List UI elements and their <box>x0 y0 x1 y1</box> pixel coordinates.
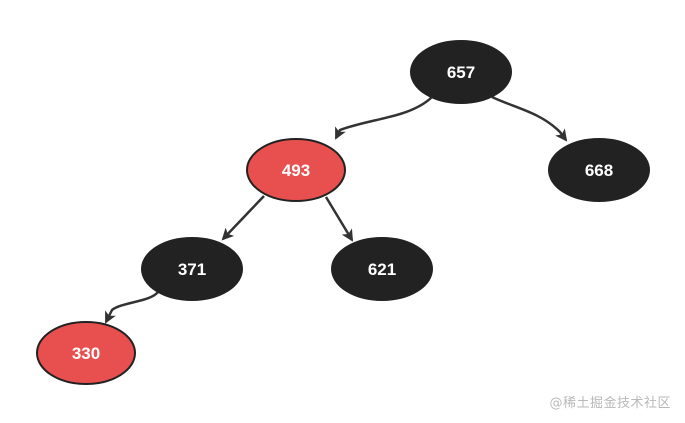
node-label: 657 <box>447 63 475 82</box>
node-shape <box>36 321 136 385</box>
tree-node-330[interactable]: 330 <box>36 321 136 385</box>
node-shape <box>410 40 512 104</box>
node-shape <box>331 237 433 301</box>
edge-493-371 <box>221 195 265 241</box>
edges <box>104 95 568 324</box>
watermark: @稀土掘金技术社区 <box>549 396 671 411</box>
node-shape <box>246 138 346 202</box>
tree-node-621[interactable]: 621 <box>331 237 433 301</box>
tree-node-493[interactable]: 493 <box>246 138 346 202</box>
node-label: 621 <box>368 260 396 279</box>
edge-657-668 <box>491 95 568 142</box>
edge-657-493 <box>334 96 433 140</box>
node-shape <box>141 237 243 301</box>
tree-node-657[interactable]: 657 <box>410 40 512 104</box>
tree-node-371[interactable]: 371 <box>141 237 243 301</box>
node-label: 330 <box>72 344 100 363</box>
node-label: 371 <box>178 260 206 279</box>
node-label: 493 <box>282 161 310 180</box>
edge-493-621 <box>324 196 354 242</box>
tree-node-668[interactable]: 668 <box>548 138 650 202</box>
edge-371-330 <box>104 291 159 324</box>
node-label: 668 <box>585 161 613 180</box>
node-shape <box>548 138 650 202</box>
